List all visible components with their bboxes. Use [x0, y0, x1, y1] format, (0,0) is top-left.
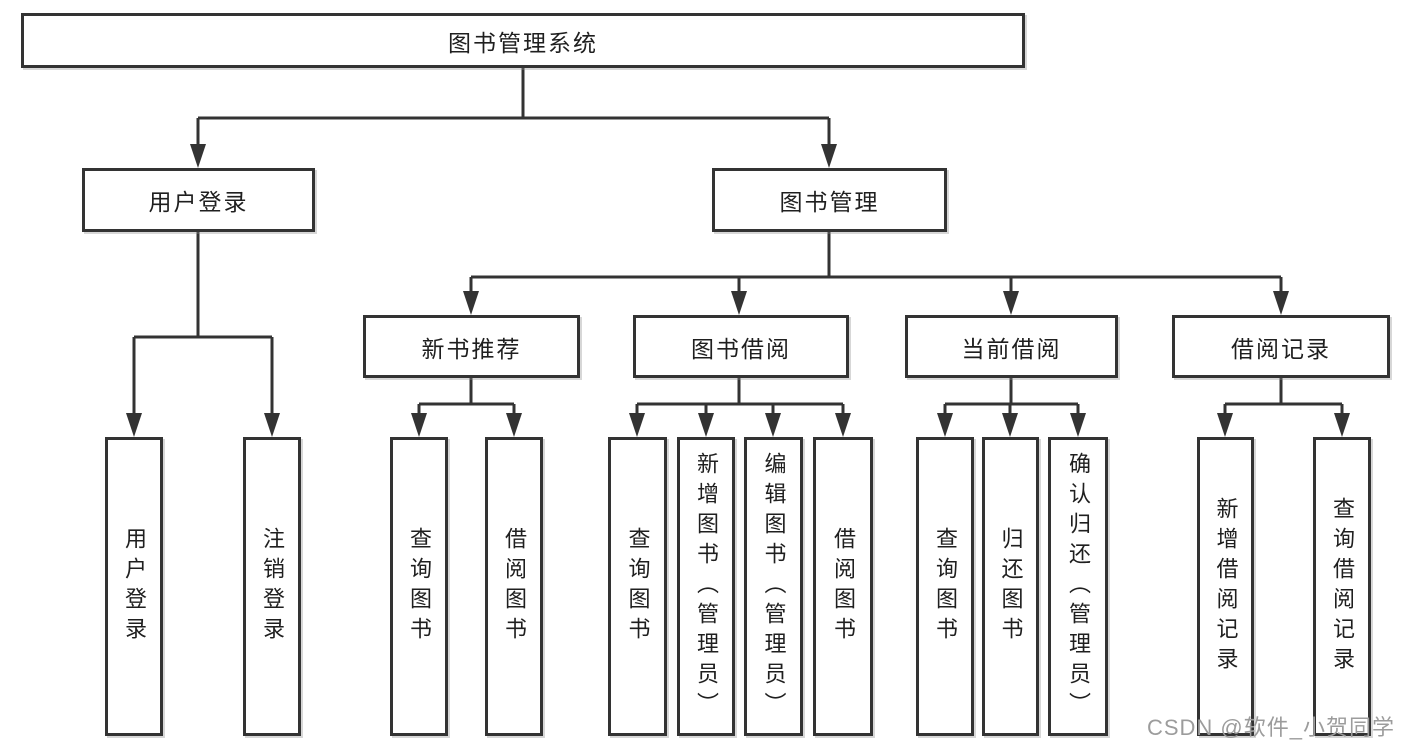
arrowhead [126, 413, 142, 437]
arrowhead [264, 413, 280, 437]
watermark: CSDN @软件_小贺同学 [1146, 715, 1395, 740]
leaf-borrow-books: 借阅图书 [813, 437, 873, 736]
leaf-user-login: 用户登录 [105, 437, 163, 736]
arrowhead [629, 413, 645, 437]
arrowhead [1070, 413, 1086, 437]
leaf-confirm-return-admin: 确认归还（管理员） [1048, 437, 1108, 736]
connector-user-login [132, 232, 274, 417]
arrowhead [1273, 291, 1289, 315]
arrowhead [835, 413, 851, 437]
arrowhead [1002, 413, 1018, 437]
arrowhead [765, 413, 781, 437]
arrowhead [506, 413, 522, 437]
leaf-query-books-borrow: 查询图书 [608, 437, 667, 736]
arrowhead [190, 144, 206, 168]
leaf-return-books: 归还图书 [982, 437, 1039, 736]
leaf-query-books-current: 查询图书 [916, 437, 974, 736]
connector-borrow-record [1223, 378, 1344, 417]
node-book-borrow: 图书借阅 [633, 315, 849, 378]
leaf-query-books-recommend: 查询图书 [390, 437, 448, 736]
node-library-management-system: 图书管理系统 [21, 13, 1025, 68]
arrowhead [1217, 413, 1233, 437]
connector-book-management [469, 232, 1283, 297]
node-new-book-recommend: 新书推荐 [363, 315, 580, 378]
arrowhead [1003, 291, 1019, 315]
arrowhead [821, 144, 837, 168]
arrowheads [126, 144, 1350, 437]
node-current-borrow: 当前借阅 [905, 315, 1118, 378]
arrowhead [463, 291, 479, 315]
leaf-add-books-admin: 新增图书（管理员） [677, 437, 735, 736]
arrowhead [937, 413, 953, 437]
leaf-add-borrow-record: 新增借阅记录 [1197, 437, 1254, 736]
connector-root [196, 68, 831, 148]
leaf-edit-books-admin: 编辑图书（管理员） [744, 437, 803, 736]
leaf-logout: 注销登录 [243, 437, 301, 736]
arrowhead [1334, 413, 1350, 437]
connector-book-borrow [635, 378, 845, 417]
leaf-query-borrow-record: 查询借阅记录 [1313, 437, 1371, 736]
node-borrow-record: 借阅记录 [1172, 315, 1390, 378]
connector-new-book [417, 378, 516, 417]
arrowhead [698, 413, 714, 437]
connector-current-borrow [943, 378, 1080, 417]
leaf-borrow-books-recommend: 借阅图书 [485, 437, 543, 736]
arrowhead [731, 291, 747, 315]
node-book-management: 图书管理 [712, 168, 947, 232]
node-user-login: 用户登录 [82, 168, 315, 232]
arrowhead [411, 413, 427, 437]
